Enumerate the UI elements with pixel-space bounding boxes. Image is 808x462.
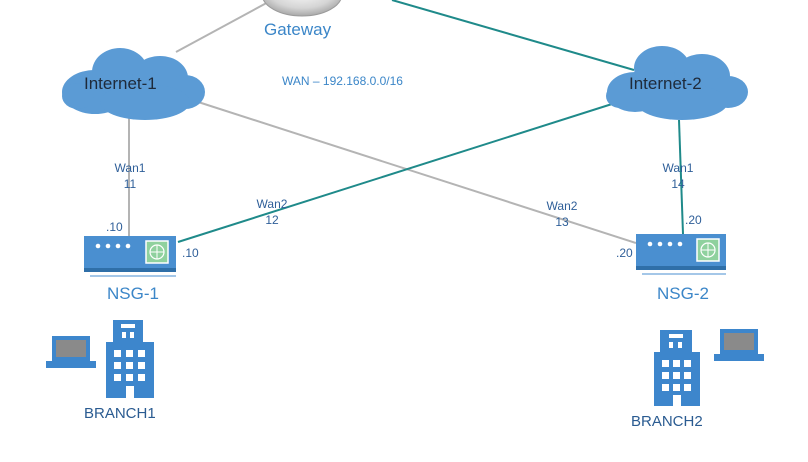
link-label-nsg2-wan2: Wan2 13 [540,198,584,230]
gateway-label: Gateway [264,20,332,39]
nsg1-wan2-address: .10 [182,246,199,260]
nsg1-wan1-address: .10 [106,220,123,234]
link-number: 13 [555,215,569,229]
link-name: Wan2 [256,197,288,211]
link-name: Wan1 [114,161,146,175]
link-internet2-nsg2-wan1 [678,119,684,235]
branch1-label: BRANCH1 [84,405,156,422]
internet1-cloud-icon [62,48,205,120]
link-name: Wan1 [662,161,694,175]
nsg2-wan2-address: .20 [616,246,633,260]
link-number: 12 [265,213,279,227]
gateway-icon [262,0,342,17]
link-label-nsg1-wan1: Wan1 11 [108,160,152,192]
wan-network-label: WAN – 192.168.0.0/16 [282,74,403,88]
link-number: 14 [671,177,685,191]
nsg2-wan1-address: .20 [685,213,702,227]
branch2-building-icon [654,330,700,406]
link-gateway-internet2 [391,0,635,71]
branch2-laptop-icon [714,329,764,361]
branch1-laptop-icon [46,336,96,368]
nsg1-label: NSG-1 [107,284,159,303]
link-name: Wan2 [546,199,578,213]
link-gateway-internet1 [175,0,273,53]
branch2-label: BRANCH2 [631,413,703,430]
link-label-nsg1-wan2: Wan2 12 [250,196,294,228]
internet1-label: Internet-1 [84,74,157,93]
link-label-nsg2-wan1: Wan1 14 [656,160,700,192]
nsg1-device-icon [84,236,176,277]
internet2-cloud-icon [606,46,748,120]
link-internet2-nsg1-wan2 [177,103,613,243]
link-internet1-nsg2-wan2 [191,99,637,244]
internet2-label: Internet-2 [629,74,702,93]
link-number: 11 [123,177,137,191]
nsg2-label: NSG-2 [657,284,709,303]
nsg2-device-icon [636,234,726,275]
branch1-building-icon [106,320,154,398]
